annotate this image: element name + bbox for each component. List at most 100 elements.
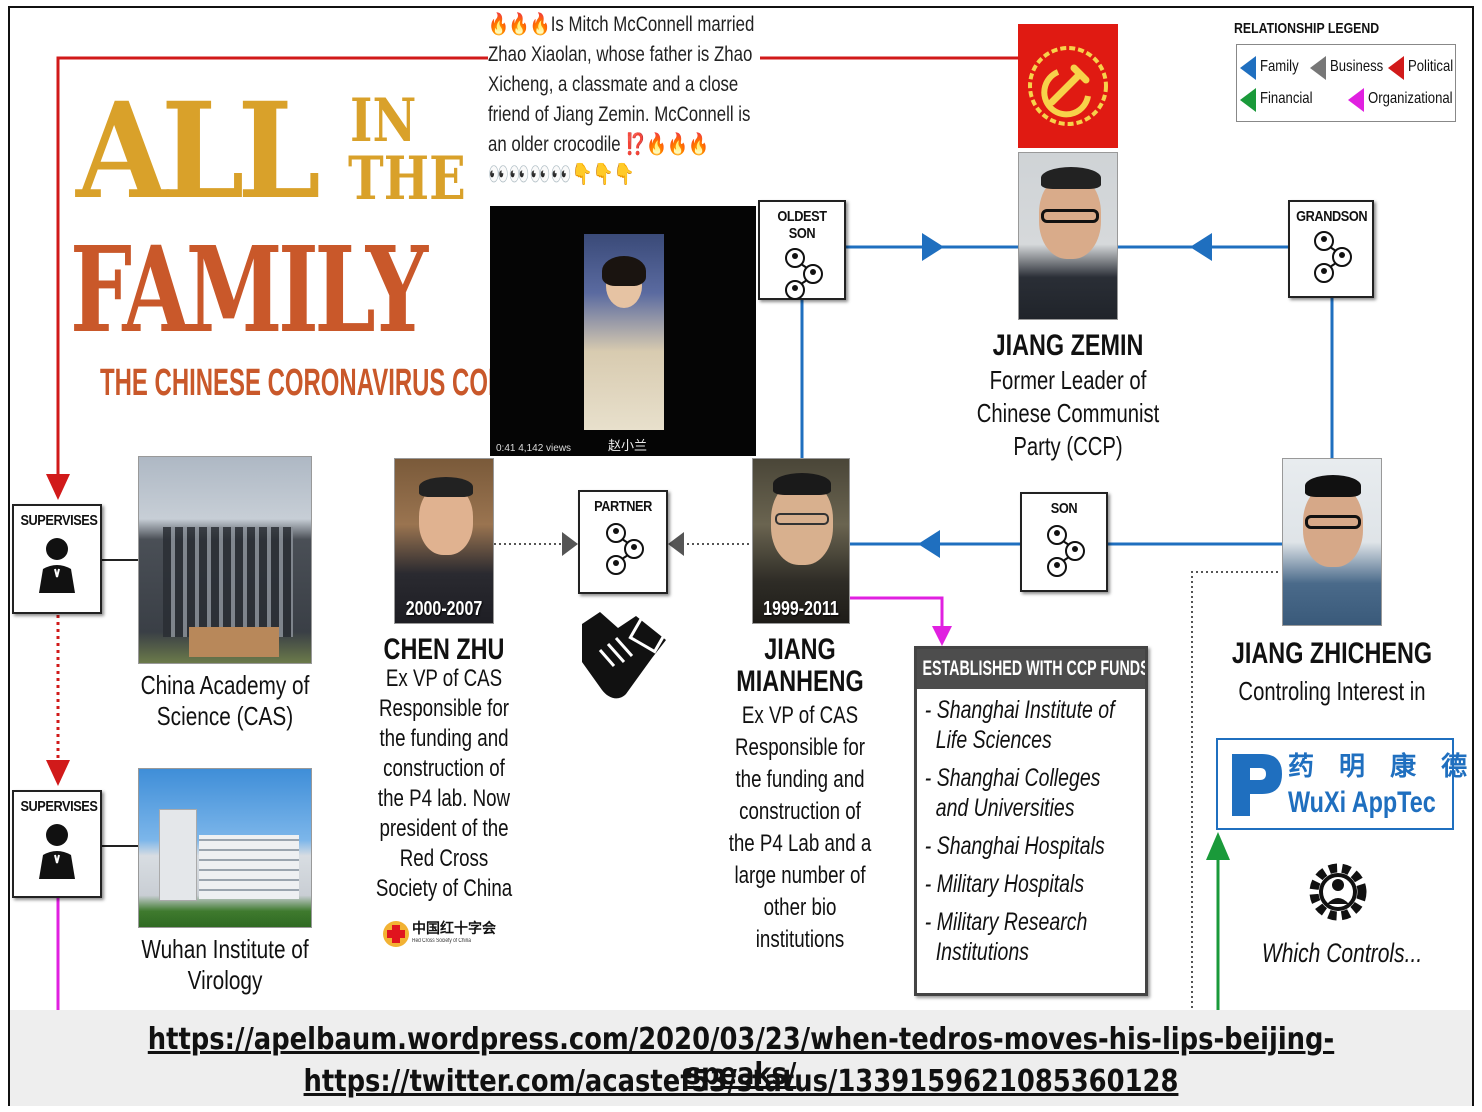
network-people-icon bbox=[1314, 231, 1352, 283]
video-thumbnail bbox=[584, 234, 664, 430]
ccp-funds-header-bg: ESTABLISHED WITH CCP FUNDS bbox=[917, 649, 1145, 689]
building-entrance bbox=[189, 627, 279, 657]
network-people-icon bbox=[1047, 525, 1085, 577]
family-arrow-son bbox=[918, 530, 940, 558]
desc-line: Responsible for bbox=[734, 734, 866, 761]
legend-business-arrow bbox=[1310, 56, 1326, 80]
partner-label: PARTNER bbox=[594, 498, 652, 515]
caption-line: Virology bbox=[187, 965, 263, 995]
red-cross-logo: 中国红十字会 Red Cross Society of China bbox=[382, 916, 496, 952]
footer-url-2[interactable]: https://twitter.com/acastef53/status/133… bbox=[303, 1064, 1179, 1099]
network-people-icon bbox=[785, 248, 823, 300]
tweet: 🔥🔥🔥Is Mitch McConnell married Zhao Xiaol… bbox=[488, 10, 760, 200]
glasses bbox=[1041, 209, 1099, 223]
desc-line: the P4 Lab and a bbox=[728, 830, 872, 857]
desc-line: Chinese Communist bbox=[976, 398, 1160, 428]
grandson-label: GRANDSON bbox=[1296, 208, 1368, 225]
glasses bbox=[1305, 515, 1361, 529]
desc-line: Ex VP of CAS bbox=[385, 665, 503, 692]
legend-political: Political bbox=[1408, 58, 1454, 75]
legend-financial: Financial bbox=[1260, 90, 1313, 107]
wuxi-apptec-logo: 药 明 康 德 WuXi AppTec bbox=[1216, 738, 1467, 830]
legend-financial-arrow bbox=[1240, 88, 1256, 112]
title-family: FAMILY bbox=[70, 220, 428, 359]
tweet-emoji-line: 👀👀👀👀👇👇👇 bbox=[488, 163, 635, 186]
ccp-item-line: Life Sciences bbox=[935, 726, 1052, 754]
ccp-item: - Shanghai Hospitals bbox=[925, 831, 1151, 861]
desc-line: construction of bbox=[383, 755, 505, 782]
caption-line: Wuhan Institute of bbox=[141, 934, 309, 964]
political-arrow-1 bbox=[46, 474, 70, 500]
tweet-emoji-suffix: ⁉️🔥🔥🔥 bbox=[625, 133, 709, 156]
jiang-mianheng-years: 1999-2011 bbox=[763, 598, 839, 620]
grandson-box: GRANDSON bbox=[1288, 200, 1374, 298]
ccp-item-line: - Military Research bbox=[924, 908, 1088, 936]
video-player[interactable]: 0:41 4,142 views 赵小兰 bbox=[490, 206, 756, 456]
title-subtitle: THE CHINESE CORONAVIRUS CON bbox=[100, 362, 506, 404]
chen-zhu-name: CHEN ZHU bbox=[383, 633, 505, 666]
son-box: SON bbox=[1020, 492, 1108, 592]
gear-person-icon bbox=[1309, 863, 1367, 921]
political-arrow-2 bbox=[46, 760, 70, 786]
handshake-icon bbox=[582, 612, 668, 699]
wiv-building-photo bbox=[138, 768, 312, 928]
legend-organizational: Organizational bbox=[1368, 90, 1453, 107]
supervisor-person-icon bbox=[39, 824, 75, 879]
chen-zhu-photo: 2000-2007 bbox=[394, 458, 494, 624]
ccp-item: - Military Hospitals bbox=[925, 869, 1151, 899]
ccp-funds-header: ESTABLISHED WITH CCP FUNDS bbox=[922, 657, 1145, 680]
glasses bbox=[775, 513, 829, 525]
desc-line: the P4 lab. Now bbox=[377, 785, 511, 812]
hair bbox=[419, 477, 473, 497]
title-in: IN bbox=[350, 86, 417, 156]
financial-arrow bbox=[1206, 832, 1230, 860]
footer-bar bbox=[10, 1010, 1472, 1106]
title-the: THE bbox=[348, 144, 466, 214]
ccp-item-line: - Shanghai Hospitals bbox=[924, 832, 1105, 860]
family-arrow-grandson bbox=[1190, 233, 1212, 261]
hair bbox=[1041, 167, 1101, 189]
wuxi-cn: 药 明 康 德 bbox=[1288, 752, 1476, 782]
name-line: MIANHENG bbox=[736, 665, 864, 698]
oldest-son-label: OLDEST SON bbox=[777, 208, 827, 242]
jiang-mianheng-desc: Ex VP of CAS Responsible for the funding… bbox=[706, 700, 893, 956]
ccp-item-line: Institutions bbox=[935, 938, 1029, 966]
son-label: SON bbox=[1050, 500, 1078, 517]
legend-family-arrow bbox=[1240, 56, 1256, 80]
desc-line: Ex VP of CAS bbox=[741, 702, 859, 729]
legend-org-arrow bbox=[1348, 88, 1364, 112]
desc-line: Former Leader of bbox=[989, 365, 1147, 395]
org-arrow-ccp bbox=[932, 626, 952, 646]
red-cross-en: Red Cross Society of China bbox=[412, 938, 471, 944]
jiang-zhicheng-desc: Controling Interest in bbox=[1238, 676, 1426, 706]
ccp-item-line: and Universities bbox=[935, 794, 1075, 822]
supervises-label-2: SUPERVISES bbox=[20, 798, 98, 815]
supervises-box-2: SUPERVISES bbox=[12, 790, 102, 898]
hair bbox=[773, 473, 831, 495]
partner-box: PARTNER bbox=[578, 490, 668, 594]
relationship-legend: RELATIONSHIP LEGEND Family Business Poli… bbox=[1234, 20, 1458, 124]
ccp-item-line: - Shanghai Institute of bbox=[924, 696, 1115, 724]
footer-url-1[interactable]: https://apelbaum.wordpress.com/2020/03/2… bbox=[147, 1022, 1335, 1092]
wiv-main bbox=[199, 835, 299, 899]
network-people-icon bbox=[606, 523, 644, 575]
jiang-zhicheng-name: JIANG ZHICHENG bbox=[1231, 637, 1433, 670]
partner-arrow-right bbox=[668, 532, 684, 556]
video-meta: 0:41 4,142 views bbox=[496, 443, 572, 454]
desc-line: Responsible for bbox=[378, 695, 510, 722]
name-line: JIANG bbox=[764, 633, 836, 666]
portrait-hair bbox=[602, 256, 646, 286]
desc-line: other bio bbox=[763, 894, 837, 921]
desc-line: president of the bbox=[379, 815, 509, 842]
tweet-text: Is Mitch McConnell married Zhao Xiaolan,… bbox=[488, 13, 755, 156]
jiang-zhicheng-photo bbox=[1282, 458, 1382, 626]
legend-title: RELATIONSHIP LEGEND bbox=[1234, 20, 1380, 37]
legend-arrows bbox=[1240, 56, 1404, 112]
desc-line: the funding and bbox=[735, 766, 865, 793]
